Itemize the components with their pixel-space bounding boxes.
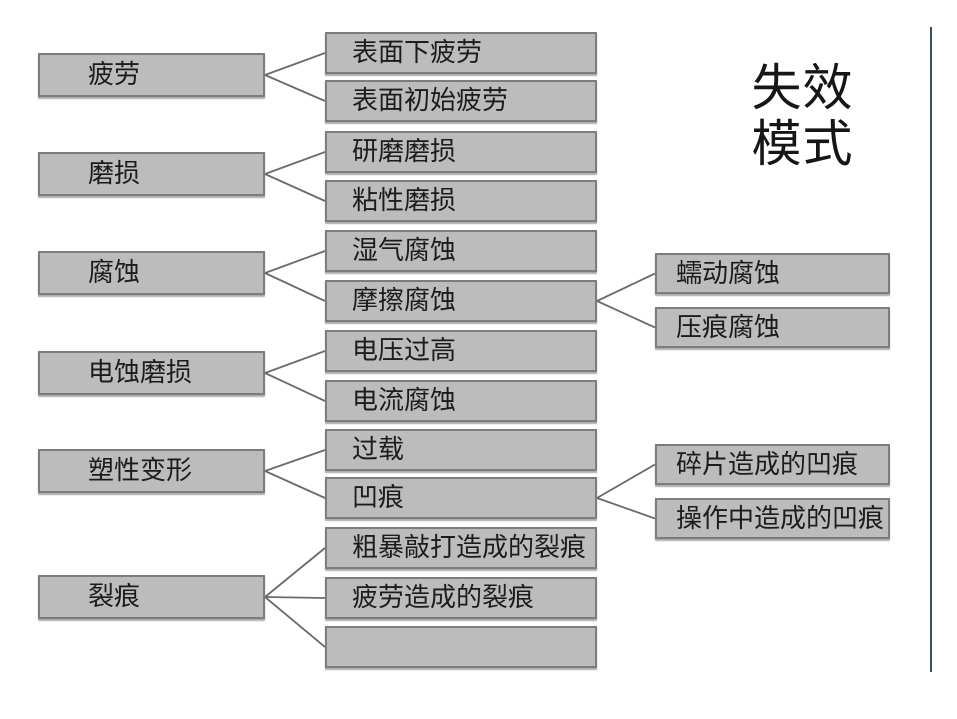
node-surface-initiated-fatigue: 表面初始疲劳 <box>325 80 597 122</box>
connector-electric-erosion-wear-to-overvoltage <box>264 350 326 374</box>
connector-electric-erosion-wear-to-current-corrosion <box>264 372 326 402</box>
title-line-1: 失效 <box>751 60 854 116</box>
node-label: 凹痕 <box>352 483 405 512</box>
node-abrasive-wear: 研磨磨损 <box>325 131 597 173</box>
node-label: 电压过高 <box>352 336 457 365</box>
node-label: 研磨磨损 <box>352 137 457 166</box>
node-label: 表面初始疲劳 <box>352 86 509 115</box>
node-unlabeled-crack-box <box>325 626 597 668</box>
node-plastic-deformation: 塑性变形 <box>38 449 265 493</box>
node-handling-dents: 操作中造成的凹痕 <box>655 498 890 539</box>
connector-wear-to-adhesive-wear <box>264 173 326 202</box>
node-wear: 磨损 <box>38 152 265 196</box>
connector-plastic-deformation-to-dents <box>264 470 326 499</box>
node-debris-dents: 碎片造成的凹痕 <box>655 444 890 485</box>
connector-wear-to-abrasive-wear <box>264 151 326 175</box>
connector-dents-to-handling-dents <box>596 497 656 520</box>
node-adhesive-wear: 粘性磨损 <box>325 180 597 222</box>
connector-corrosion-to-fretting-corrosion <box>264 272 326 302</box>
node-overvoltage: 电压过高 <box>325 330 597 372</box>
node-label: 碎片造成的凹痕 <box>676 449 859 479</box>
node-corrosion: 腐蚀 <box>38 251 265 295</box>
node-overload: 过载 <box>325 429 597 471</box>
diagram-title: 失效 模式 <box>715 60 890 172</box>
node-rough-handling-cracks: 粗暴敲打造成的裂痕 <box>325 527 597 569</box>
node-label: 腐蚀 <box>88 258 141 287</box>
node-fatigue-cracks: 疲劳造成的裂痕 <box>325 577 597 619</box>
node-fretting-corrosion: 摩擦腐蚀 <box>325 280 597 322</box>
connector-cracks-to-rough-handling-cracks <box>264 547 326 598</box>
node-label: 蠕动腐蚀 <box>676 258 781 288</box>
node-subsurface-fatigue: 表面下疲劳 <box>325 32 597 74</box>
node-label: 粘性磨损 <box>352 186 457 215</box>
node-label: 操作中造成的凹痕 <box>676 503 885 533</box>
connector-fretting-corrosion-to-indentation-corrosion <box>596 300 656 329</box>
node-label: 塑性变形 <box>88 456 193 485</box>
node-label: 疲劳造成的裂痕 <box>352 583 535 612</box>
connector-cracks-to-unlabeled-crack-box <box>264 596 326 648</box>
node-label: 磨损 <box>88 159 141 188</box>
node-label: 疲劳 <box>88 60 141 89</box>
node-label: 摩擦腐蚀 <box>352 286 457 315</box>
node-label: 过载 <box>352 435 405 464</box>
node-label: 粗暴敲打造成的裂痕 <box>352 533 587 562</box>
node-label: 压痕腐蚀 <box>676 312 781 342</box>
node-moisture-corrosion: 湿气腐蚀 <box>325 230 597 272</box>
connector-fretting-corrosion-to-creep-corrosion <box>596 272 656 302</box>
connector-dents-to-debris-dents <box>596 463 656 499</box>
node-current-corrosion: 电流腐蚀 <box>325 380 597 422</box>
node-label: 电蚀磨损 <box>88 358 193 387</box>
node-label: 湿气腐蚀 <box>352 236 457 265</box>
node-dents: 凹痕 <box>325 477 597 519</box>
node-fatigue: 疲劳 <box>38 53 265 97</box>
title-line-2: 模式 <box>751 116 854 172</box>
node-creep-corrosion: 蠕动腐蚀 <box>655 253 890 294</box>
connector-plastic-deformation-to-overload <box>264 449 326 472</box>
node-electric-erosion-wear: 电蚀磨损 <box>38 351 265 395</box>
connector-cracks-to-fatigue-cracks <box>264 596 326 599</box>
node-indentation-corrosion: 压痕腐蚀 <box>655 307 890 348</box>
vertical-divider-line <box>930 27 932 672</box>
node-cracks: 裂痕 <box>38 575 265 619</box>
node-label: 电流腐蚀 <box>352 386 457 415</box>
connector-corrosion-to-moisture-corrosion <box>264 250 326 274</box>
connector-fatigue-to-surface-initiated-fatigue <box>264 74 326 102</box>
connector-fatigue-to-subsurface-fatigue <box>264 52 326 76</box>
node-label: 裂痕 <box>88 582 141 611</box>
node-label: 表面下疲劳 <box>352 38 483 67</box>
